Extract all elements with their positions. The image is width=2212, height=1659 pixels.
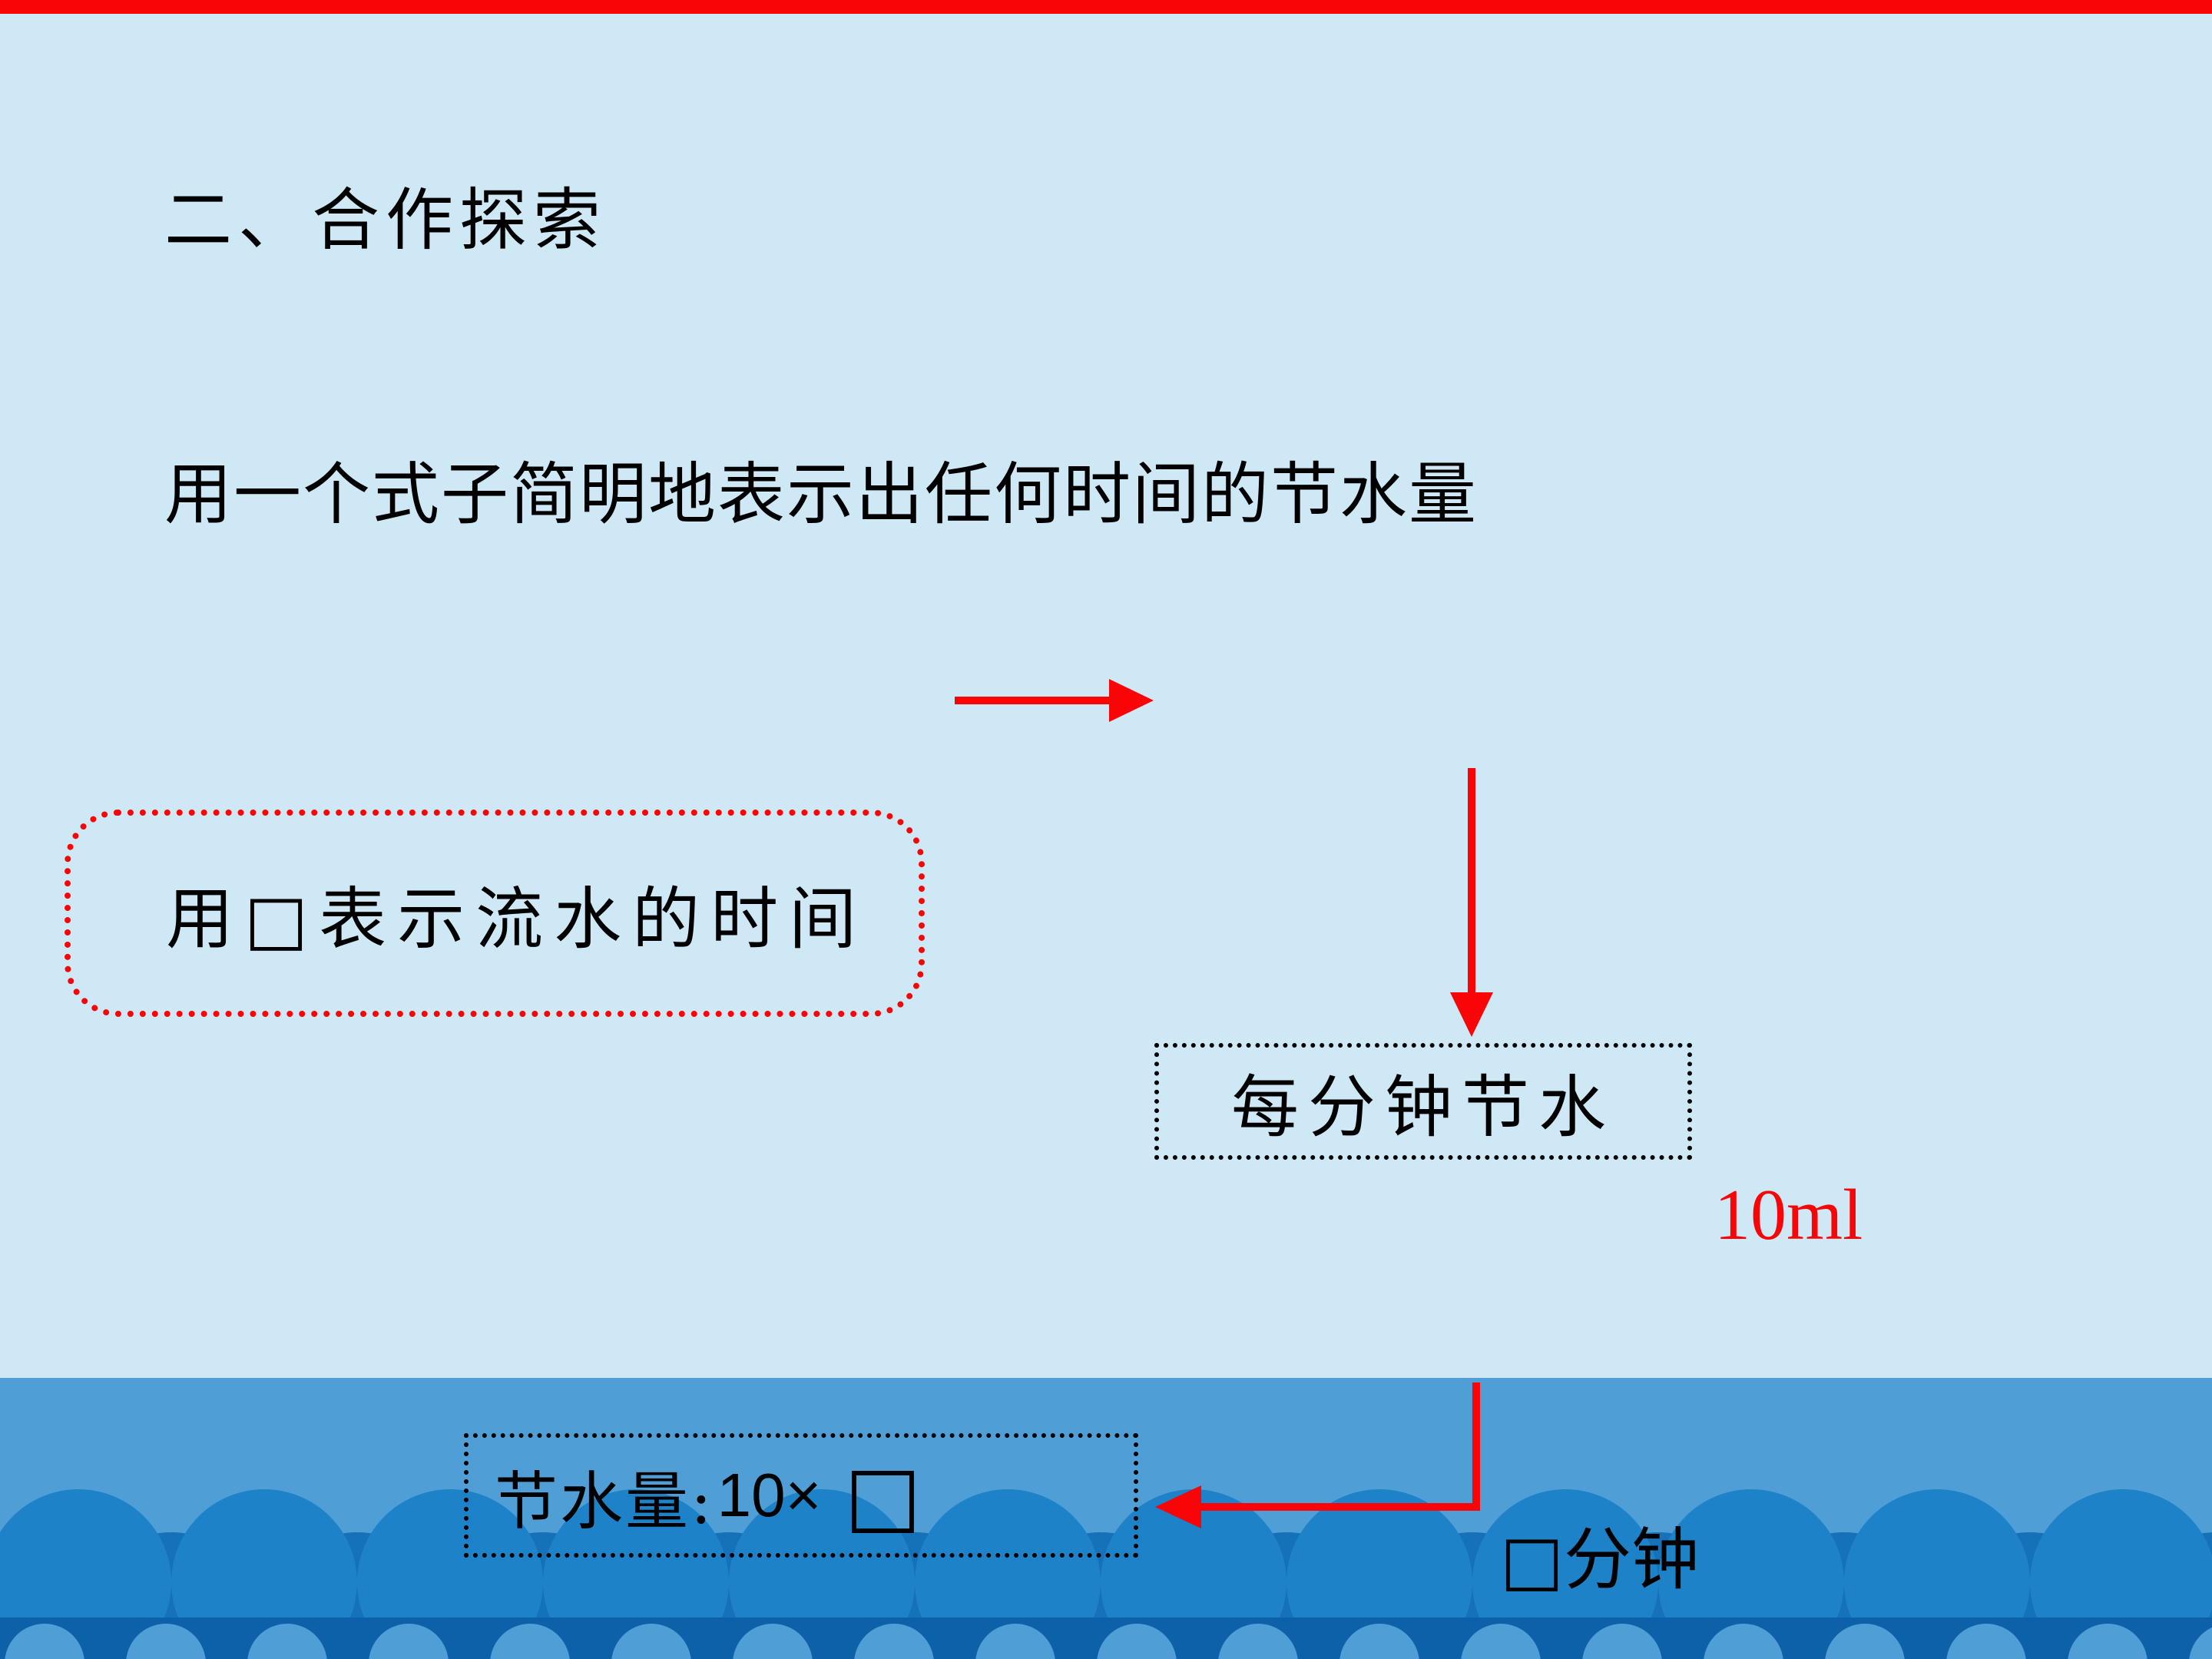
result-square-placeholder: □ bbox=[844, 1448, 922, 1542]
arrow-right-head bbox=[1109, 679, 1154, 722]
result-box: 节水量: 10× □ bbox=[464, 1433, 1138, 1558]
arrow-down-head bbox=[1450, 992, 1493, 1037]
wave-decoration bbox=[0, 1378, 2212, 1659]
minutes-label: □分钟 bbox=[1500, 1520, 1700, 1599]
per-minute-label: 每分钟节水 bbox=[1230, 1067, 1615, 1147]
top-red-strip bbox=[0, 0, 2212, 14]
slide-title: 二、合作探索 bbox=[164, 180, 608, 260]
per-minute-box: 每分钟节水 bbox=[1154, 1043, 1692, 1160]
slide-subtitle: 用一个式子简明地表示出任何时间的节水量 bbox=[164, 455, 1479, 534]
result-expression: 10× bbox=[717, 1461, 822, 1529]
result-label: 节水量: bbox=[495, 1465, 714, 1538]
per-minute-value: 10ml bbox=[1714, 1175, 1863, 1255]
time-variable-box: 用□表示流水的时间 bbox=[65, 810, 925, 1017]
time-variable-label: 用□表示流水的时间 bbox=[166, 879, 868, 959]
